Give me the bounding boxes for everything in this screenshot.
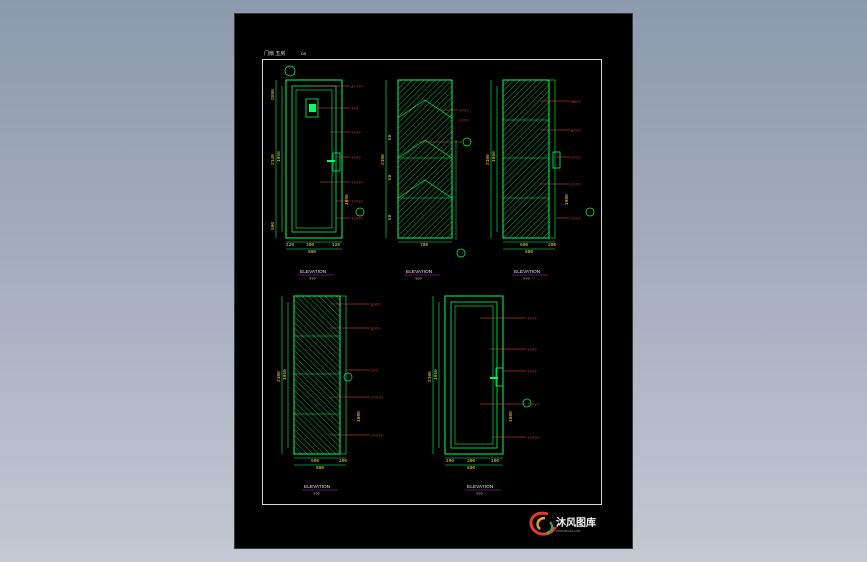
logo-text: 沐风图库	[556, 516, 596, 529]
elev3-callout-4: ????	[571, 218, 581, 222]
elev4-subcaption: ???	[313, 491, 320, 496]
elev4-callout-4: ?????	[371, 435, 384, 439]
elev1-callout-0: 2*???	[351, 85, 364, 90]
elev4-dim-h-1: 200	[339, 458, 347, 464]
drawing-frame	[262, 59, 602, 505]
elev3-dim-h-1: 200	[548, 242, 556, 248]
elev4-callout-3: ?????	[371, 397, 384, 401]
elev2-dim-v-0: 2190	[380, 154, 386, 165]
elev3-dim-v-1: 1950	[491, 151, 497, 162]
elev4-callout-0: 3???	[371, 304, 381, 308]
elev1-callout-6: ?????	[351, 218, 364, 222]
elev4-dim-h-2: 800	[316, 465, 324, 471]
elev2-callout-0: ????	[459, 110, 469, 114]
elev3-dim-v-0: 2190	[485, 154, 491, 165]
elev1-dim-h-2: 120	[332, 242, 340, 248]
elev5-dim-v-1: 1950	[433, 369, 439, 380]
logo-subtext: WWW.MFCAD.COM	[556, 529, 580, 533]
elev5-callout-4: ?????	[527, 437, 540, 441]
elev5-caption: ELEVATION	[467, 484, 494, 490]
elev4-dim-v-1: 1950	[282, 369, 288, 380]
elev1-dim-v-4: 1980	[344, 194, 350, 205]
elev2-dim-h-0: 780	[420, 242, 428, 248]
elev5-dim-h-1: 300	[467, 458, 475, 464]
elev2-dim-v-3: E0	[387, 214, 393, 220]
elevation-1: 2690 2140 1950 500 1980 120 300 120 800 …	[270, 65, 365, 281]
elev1-callout-3: ????	[351, 157, 361, 161]
site-logo: 沐风图库 WWW.MFCAD.COM	[529, 511, 596, 536]
elev3-dim-h-2: 800	[525, 249, 533, 255]
logo-swirl-icon	[529, 511, 557, 536]
elevation-2: 2190 E0 E0 E0 780 ???? ???? ELEVATION ??…	[380, 79, 472, 281]
elev4-callout-2: ???	[371, 370, 379, 374]
elev1-dim-v-3: 500	[270, 222, 276, 230]
elev5-callout-2: ????	[527, 371, 537, 375]
elev4-dim-v-2: 1980	[356, 411, 362, 422]
elev4-dim-v-0: 2190	[276, 371, 282, 382]
sheet-title: 门扇 五房	[264, 50, 285, 57]
elev3-caption: ELEVATION	[514, 269, 541, 275]
elev3-callout-3: ????	[571, 184, 581, 188]
elev1-dim-v-2: 1950	[276, 151, 282, 162]
elev2-dim-v-1: E0	[387, 134, 393, 140]
elev1-dim-v-1: 2140	[270, 154, 276, 165]
elev1-callout-5: ?????	[351, 201, 364, 205]
elev5-callout-0: ????	[527, 318, 537, 322]
elev3-callout-2: ????	[571, 157, 581, 161]
elev5-callout-3: ?????	[527, 404, 540, 408]
elev3-callout-0: 5B??	[571, 101, 581, 105]
elev2-dim-v-2: E0	[387, 174, 393, 180]
elev3-dim-v-2: 1980	[564, 194, 570, 205]
elev1-caption: ELEVATION	[300, 269, 327, 275]
elev4-callout-1: 3???	[371, 328, 381, 332]
elev4-caption: ELEVATION	[304, 484, 331, 490]
elev1-dim-h-3: 800	[308, 249, 316, 255]
elev1-callout-4: ?????	[351, 182, 364, 186]
elev5-dim-v-0: 2190	[427, 371, 433, 382]
elev5-dim-v-2: 1980	[508, 411, 514, 422]
elev5-dim-h-0: 100	[446, 458, 454, 464]
elev3-callout-1: 3???	[571, 130, 581, 134]
elev5-dim-h-2: 100	[491, 458, 499, 464]
elev4-dim-h-0: 600	[311, 458, 319, 464]
elevation-5: 2190 1950 1980 100 300 100 800 ???? ????…	[427, 295, 540, 496]
elev2-callout-1: ????	[459, 120, 469, 124]
elev1-dim-h-0: 120	[286, 242, 294, 248]
elevation-4: 2190 1950 1980 600 200 800 3??? 3??? ???…	[276, 295, 384, 496]
elev1-dim-v-0: 2690	[270, 89, 276, 100]
elev1-dim-h-1: 300	[306, 242, 314, 248]
elev5-dim-h-3: 800	[467, 465, 475, 471]
elevation-3: 2190 1950 1980 600 200 800 5B?? 3??? ???…	[485, 79, 595, 281]
elev2-caption: ELEVATION	[406, 269, 433, 275]
sheet-code: D5	[301, 51, 307, 56]
elev5-callout-1: ????	[527, 349, 537, 353]
elev1-subcaption: ???	[309, 276, 316, 281]
elev3-subcaption: ???	[523, 276, 530, 281]
elev3-dim-h-0: 600	[520, 242, 528, 248]
elev5-subcaption: ???	[476, 491, 483, 496]
elev1-callout-2: ????	[351, 132, 361, 136]
elev2-subcaption: ???	[415, 276, 422, 281]
elev1-callout-1: ???	[351, 108, 359, 112]
